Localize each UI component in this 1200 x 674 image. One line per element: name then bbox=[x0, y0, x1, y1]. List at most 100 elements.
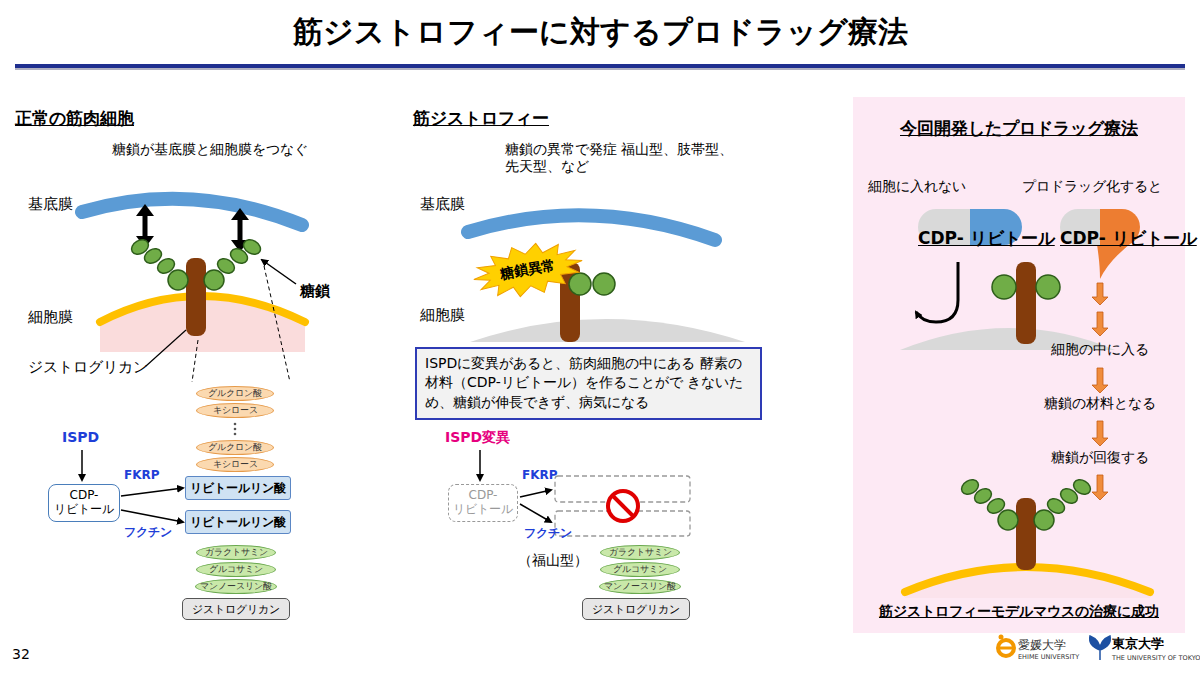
text-label: 細胞膜 bbox=[420, 306, 465, 324]
protein-box: ジストログリカン bbox=[582, 598, 690, 620]
title-rule bbox=[15, 68, 1185, 70]
flow-arrow-shape bbox=[1092, 475, 1108, 500]
text-label: 基底膜 bbox=[28, 195, 73, 213]
text-label: 糖鎖の異常で発症 福山型、肢帯型、先天型、など bbox=[505, 141, 735, 175]
sugar-oval: グルコサミン bbox=[196, 562, 276, 577]
material-box: CDP- リビトール bbox=[48, 484, 120, 522]
connector bbox=[121, 488, 183, 496]
connector-label: FKRP bbox=[124, 469, 160, 482]
ellipsis-dots bbox=[234, 423, 237, 436]
dystrophy-cell bbox=[569, 273, 591, 295]
zoom-line bbox=[264, 266, 290, 382]
node-label: ジストログリカン bbox=[192, 604, 280, 615]
zoom-line bbox=[192, 340, 198, 382]
text-label: ジストログリカン bbox=[28, 358, 148, 376]
ribitol-box: リビトールリン酸 bbox=[185, 476, 291, 500]
text-label: 細胞に入れない bbox=[868, 178, 966, 195]
sugar-oval: グルクロン酸 bbox=[196, 440, 274, 455]
flow-arrow-shape bbox=[1092, 283, 1108, 305]
prohibited-sign bbox=[608, 491, 638, 521]
text-label: （福山型） bbox=[518, 552, 588, 569]
text-label: 32 bbox=[12, 646, 30, 663]
sugar-oval: キシロース bbox=[196, 403, 274, 418]
bounce-arrow bbox=[916, 262, 958, 322]
dystrophy-cell bbox=[593, 273, 615, 295]
double-arrow bbox=[143, 214, 148, 238]
prodrug-capsule: CDP- リビトール bbox=[1060, 209, 1140, 245]
flow-arrow-shape bbox=[1092, 368, 1108, 393]
double-arrow bbox=[238, 218, 243, 242]
text-label: ISPD bbox=[62, 429, 99, 446]
node-label: CDP- リビトール bbox=[1060, 229, 1140, 249]
node-label: キシロース bbox=[213, 460, 258, 469]
node-label: ガラクトサミン bbox=[609, 548, 672, 557]
therapy-panel-ground bbox=[853, 97, 1185, 633]
therapy-illustration bbox=[992, 275, 1016, 299]
slide-title: 筋ジストロフィーに対するプロドラッグ療法 bbox=[0, 12, 1200, 53]
ispd-arrow bbox=[81, 450, 83, 480]
dystrophy-cell bbox=[468, 215, 715, 240]
text-label: プロドラッグ化すると bbox=[1022, 178, 1162, 195]
sugar-oval: グルコサミン bbox=[600, 562, 680, 577]
therapy-illustration bbox=[900, 238, 1150, 598]
flow-arrow-shape bbox=[1092, 421, 1108, 446]
text-label: 細胞膜 bbox=[28, 308, 73, 326]
normal-cell bbox=[82, 199, 302, 225]
double-arrow bbox=[231, 208, 249, 220]
ribitol-box: リビトールリン酸 bbox=[185, 510, 291, 534]
sugar-oval: グルクロン酸 bbox=[196, 386, 274, 401]
text-label: 筋ジストロフィー bbox=[413, 108, 549, 128]
ehime-logo bbox=[998, 647, 1014, 650]
ispd-arrow bbox=[479, 450, 481, 480]
sugar-oval: ガラクトサミン bbox=[600, 545, 680, 560]
node-label: CDP- リビトール bbox=[918, 229, 1022, 249]
text-label: EHIME UNIVERSITY bbox=[1018, 654, 1079, 662]
prohibited-sign bbox=[608, 491, 638, 521]
text-label: 正常の筋肉細胞 bbox=[15, 108, 134, 128]
ehime-logo bbox=[998, 635, 1014, 657]
node-label: グルクロン酸 bbox=[208, 443, 262, 452]
node-label: キシロース bbox=[213, 406, 258, 415]
node-label: ガラクトサミン bbox=[205, 548, 268, 557]
therapy-illustration bbox=[905, 567, 1150, 592]
node-label: ジストログリカン bbox=[592, 604, 680, 615]
sugar-oval: キシロース bbox=[196, 457, 274, 472]
blocked-arrow bbox=[520, 504, 551, 522]
ellipsis-dots bbox=[234, 423, 237, 426]
text-label: 愛媛大学 bbox=[1018, 638, 1066, 652]
text-label: 糖鎖が基底膜と細胞膜をつなぐ bbox=[112, 141, 308, 158]
text-label: FKRP bbox=[522, 468, 558, 482]
dystroglycan-rod bbox=[186, 258, 206, 336]
tokyo-logo bbox=[1090, 636, 1111, 660]
node-label: CDP- リビトール bbox=[53, 489, 115, 517]
therapy-panel: 今回開発したプロドラッグ療法筋ジストロフィーモデルマウスの治療に成功CDP- リ… bbox=[853, 97, 1185, 633]
ehime-logo bbox=[999, 635, 1004, 640]
title-rule bbox=[15, 64, 1185, 70]
node-label: グルコサミン bbox=[613, 565, 667, 574]
node-label: ISPDに変異があると、筋肉細胞の中にある 酵素の材料（CDP-リビトール）を作… bbox=[425, 354, 752, 412]
flow-arrow-shape bbox=[1092, 312, 1108, 336]
therapy-illustration bbox=[959, 477, 1093, 530]
tokyo-logo bbox=[1090, 636, 1111, 660]
burst-star bbox=[470, 236, 587, 304]
dystroglycan-rod bbox=[1016, 262, 1036, 344]
dystroglycan-rod bbox=[1016, 498, 1036, 570]
node-label: マンノースリン酸 bbox=[604, 582, 676, 591]
dystrophy-cell bbox=[470, 319, 745, 342]
text-label: 糖鎖の材料となる bbox=[1044, 395, 1156, 412]
node-label: リビトールリン酸 bbox=[190, 516, 286, 528]
drug-capsule: CDP- リビトール bbox=[918, 209, 1022, 245]
text-label: 糖鎖 bbox=[300, 282, 330, 300]
text-label: 糖鎖が回復する bbox=[1051, 449, 1149, 466]
normal-cell bbox=[129, 237, 263, 290]
leader-line bbox=[146, 330, 186, 366]
title-rule bbox=[15, 64, 1185, 68]
text-label: フクチン bbox=[524, 526, 572, 540]
double-arrow bbox=[136, 204, 249, 252]
connector bbox=[121, 510, 183, 522]
connector-label: フクチン bbox=[124, 526, 172, 539]
node-label: CDP- リビトール bbox=[453, 489, 513, 517]
node-label: リビトールリン酸 bbox=[190, 482, 286, 494]
ellipsis-dots bbox=[234, 428, 237, 431]
